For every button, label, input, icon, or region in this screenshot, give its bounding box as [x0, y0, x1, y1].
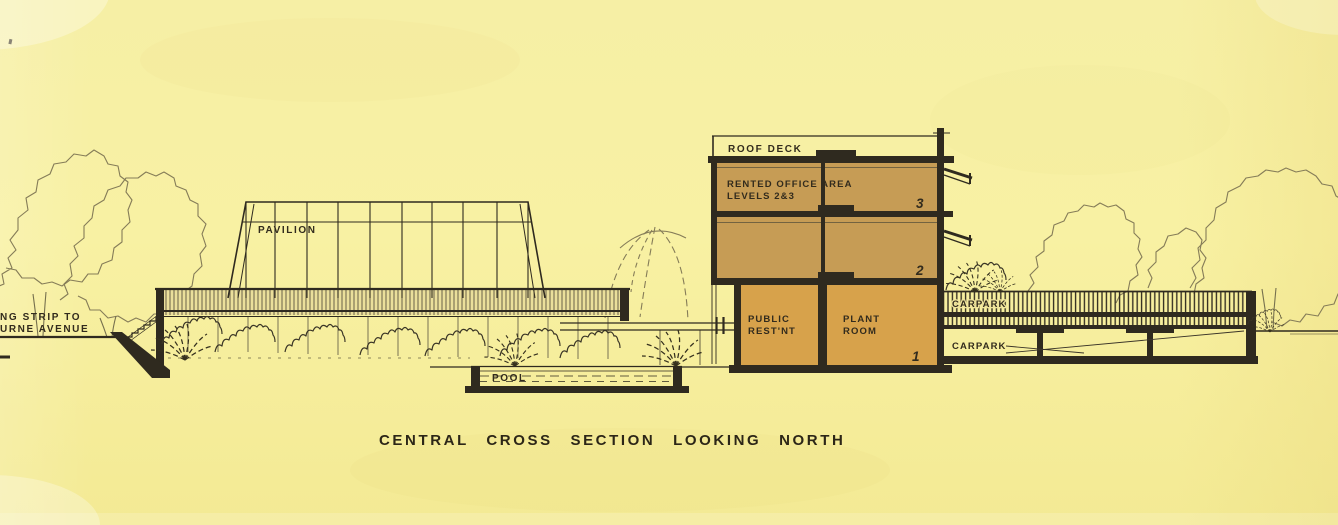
carpark-deck-slab	[944, 325, 1246, 329]
tree-trunks-left	[32, 291, 117, 338]
deck-railing-balusters	[944, 292, 1246, 313]
walkway-bridge	[560, 285, 734, 365]
office-label-line1: RENTED OFFICE AREA	[727, 179, 853, 190]
carpark-end-wall	[1246, 291, 1256, 363]
tree-right-large	[1189, 167, 1338, 327]
office-level3-area	[717, 163, 937, 211]
plant-room	[827, 285, 937, 365]
pavilion-structure	[227, 201, 546, 299]
palm-plant	[641, 329, 705, 367]
carpark-columns	[1016, 329, 1174, 357]
deck-columns	[187, 316, 609, 359]
building-slabs-walls	[708, 128, 954, 373]
carpark-structure: CARPARK CARPARK	[940, 260, 1286, 364]
pool: POOL	[465, 365, 689, 393]
sunshades	[943, 167, 973, 247]
level3-floor-slab	[717, 211, 953, 217]
pavilion-deck	[155, 287, 630, 377]
left-wall	[711, 156, 717, 285]
entry-stairs	[110, 313, 170, 378]
tree-left-cut	[0, 149, 133, 287]
center-mullion	[821, 163, 825, 278]
roof-deck-label: ROOF DECK	[728, 144, 802, 155]
scan-speck	[8, 38, 13, 45]
interior-wall	[818, 283, 827, 365]
level2-floor-slab	[711, 278, 944, 285]
tree-center-weeping	[604, 226, 689, 322]
carpark-ramp-lines	[1005, 330, 1245, 354]
left-annotation-line2: URNE AVENUE	[0, 324, 89, 335]
deck-joists	[944, 317, 1246, 325]
carpark-upper-label: CARPARK	[952, 299, 1007, 310]
roof-railing	[712, 132, 950, 156]
drawing-title: CENTRAL CROSS SECTION LOOKING NORTH	[379, 432, 845, 449]
ground-floor-slab	[729, 365, 952, 373]
restaurant-label-line2: REST'NT	[748, 326, 796, 337]
restaurant-room	[741, 285, 818, 365]
plant-room-label-line2: ROOM	[843, 326, 877, 337]
roof-slab	[708, 156, 954, 163]
office-level2-area	[717, 217, 937, 278]
tree-right-lobe	[1147, 227, 1207, 295]
carpark-ground-slab	[940, 356, 1258, 364]
right-wall	[937, 128, 944, 365]
pool-left-wall	[471, 366, 480, 387]
pool-right-wall	[673, 366, 682, 387]
plant-room-label-line1: PLANT	[843, 314, 880, 325]
office-label-line2: LEVELS 2&3	[727, 191, 795, 202]
pavilion-label: PAVILION	[258, 225, 317, 236]
stair-wedge	[110, 332, 170, 378]
restaurant-label-line1: PUBLIC	[748, 314, 790, 325]
tree-trunks-right	[1261, 287, 1277, 331]
carpark-lower-label: CARPARK	[952, 341, 1007, 352]
building-section: ROOF DECK RENTED OFFICE AREA LEVELS 2&3 …	[708, 128, 973, 373]
trees-group	[0, 149, 1338, 338]
tree-left-large	[59, 171, 207, 323]
level3-number: 3	[916, 196, 924, 211]
pool-floor	[465, 386, 689, 393]
paper-stains	[8, 18, 1230, 512]
level2-number: 2	[915, 263, 924, 278]
deck-left-post	[156, 288, 164, 377]
deck-right-post	[620, 288, 629, 321]
planting-left	[150, 315, 621, 367]
level1-number: 1	[912, 349, 920, 364]
section-marker	[715, 317, 725, 334]
left-annotation-line1: NG STRIP TO	[0, 312, 81, 323]
tree-right-mid	[1027, 202, 1143, 304]
pool-label: POOL	[492, 373, 527, 384]
